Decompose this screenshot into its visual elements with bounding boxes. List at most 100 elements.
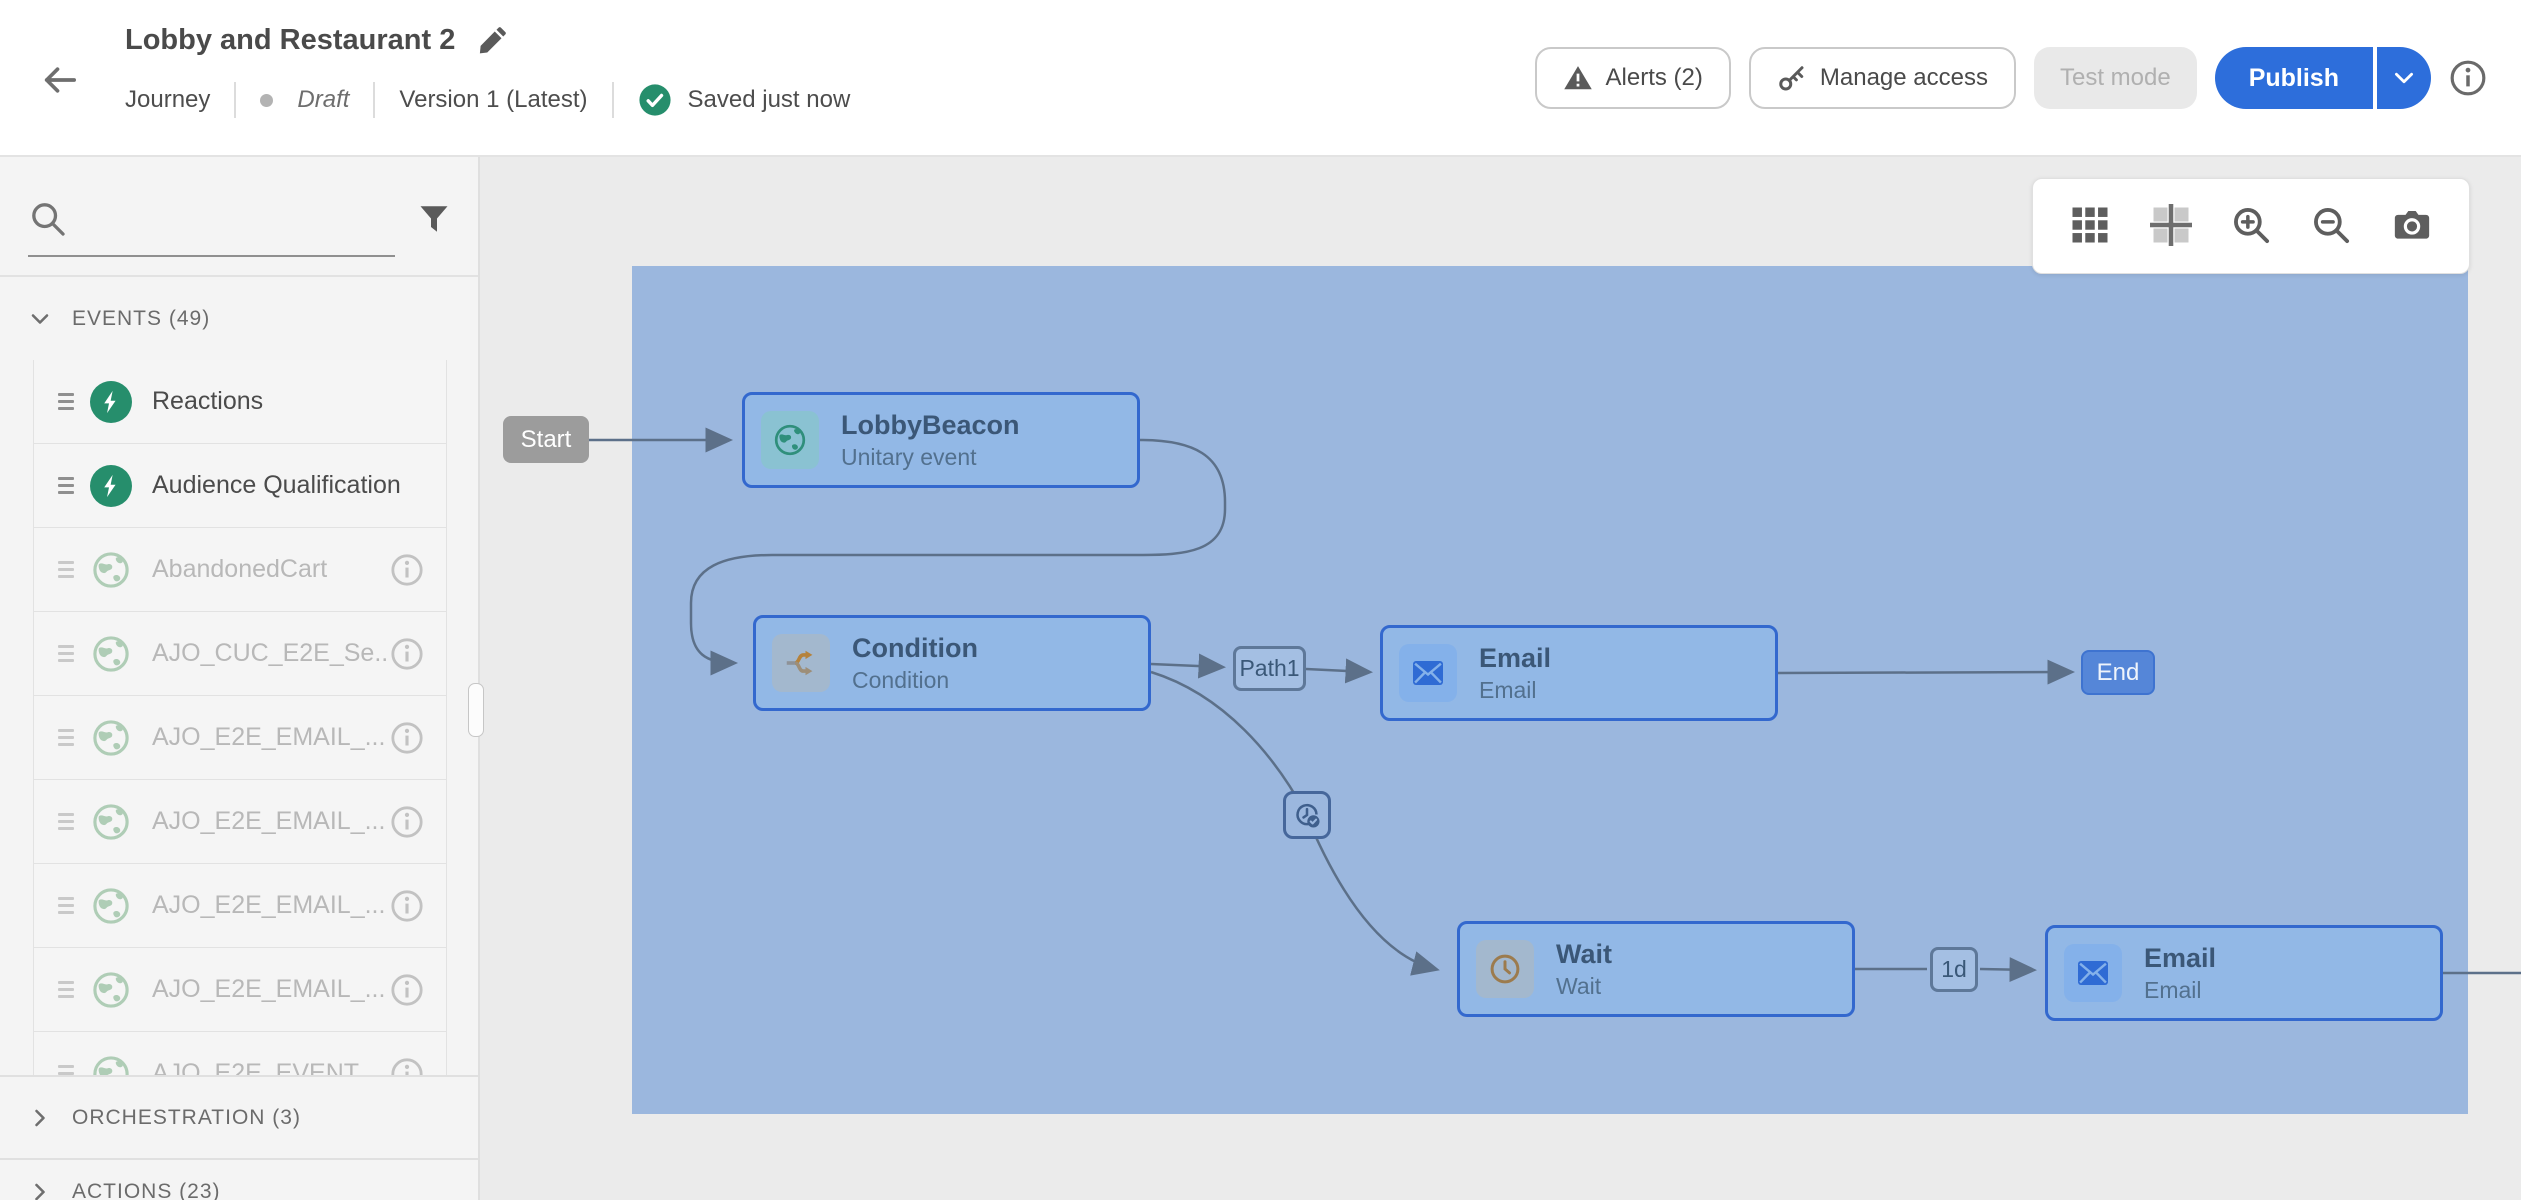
info-icon[interactable] [390,553,424,587]
version-label: Version 1 (Latest) [399,86,588,113]
drag-handle-icon [58,645,74,662]
sidebar-search-input[interactable] [80,201,384,243]
node-subtitle: Condition [852,667,950,693]
start-node[interactable]: Start [503,416,589,463]
grid-view-button[interactable] [2067,203,2113,249]
divider [373,82,376,118]
top-header: Lobby and Restaurant 2 Journey Draft Ver… [0,0,2521,157]
edge-event-to-condition[interactable] [689,438,1227,676]
event-item-ajo-cuc[interactable]: AJO_CUC_E2E_Se... [33,611,447,696]
event-item-label: AJO_E2E_EVENT... [152,1059,378,1075]
email-envelope-icon [2064,944,2122,1002]
event-item-ajo-email-2[interactable]: AJO_E2E_EMAIL_... [33,779,447,864]
event-globe-icon [90,969,132,1011]
zoom-in-button[interactable] [2228,203,2274,249]
node-wait[interactable]: Wait Wait [1457,921,1855,1017]
orchestration-section-label: ORCHESTRATION (3) [72,1105,301,1129]
chevron-down-icon [28,307,52,331]
drag-handle-icon[interactable] [58,393,74,410]
manage-access-label: Manage access [1819,64,1988,91]
path1-label: Path1 [1239,655,1300,681]
edit-title-pencil-icon[interactable] [477,26,507,56]
node-email-1[interactable]: Email Email [1380,625,1778,721]
events-list: Reactions Audience Qualification Abandon… [0,360,478,1075]
publish-button[interactable]: Publish [2214,47,2373,109]
edge-label-delay[interactable]: 1d [1930,947,1978,992]
event-item-audience-qualification[interactable]: Audience Qualification [33,443,447,528]
info-icon[interactable] [390,889,424,923]
publish-dropdown-button[interactable] [2373,47,2431,109]
page-title: Lobby and Restaurant 2 [125,24,456,56]
divider [611,82,614,118]
screenshot-button[interactable] [2389,203,2435,249]
zoom-out-button[interactable] [2308,203,2354,249]
edge-delay-to-email2[interactable] [1979,957,2037,983]
info-icon[interactable] [390,805,424,839]
node-title: Wait [1556,939,1612,969]
fit-to-screen-button[interactable] [2148,203,2194,249]
info-icon[interactable] [390,637,424,671]
node-email-2[interactable]: Email Email [2045,925,2443,1021]
zoom-in-icon [2230,204,2272,246]
edge-label-path1[interactable]: Path1 [1233,646,1306,691]
drag-handle-icon [58,981,74,998]
fit-icon [2150,204,2192,246]
test-mode-button[interactable]: Test mode [2033,47,2197,109]
status-dot [260,93,274,107]
event-item-reactions[interactable]: Reactions [33,360,447,444]
info-icon[interactable] [390,1057,424,1076]
drag-handle-icon [58,813,74,830]
condition-branch-icon [772,634,830,692]
event-item-ajo-email-3[interactable]: AJO_E2E_EMAIL_... [33,863,447,948]
alert-triangle-icon [1563,63,1593,93]
event-item-ajo-email-4[interactable]: AJO_E2E_EMAIL_... [33,947,447,1032]
event-item-label: AbandonedCart [152,555,328,583]
publish-split-button: Publish [2214,47,2431,109]
publish-label: Publish [2248,63,2339,92]
edge-timer-badge[interactable] [1283,791,1331,839]
back-button[interactable] [40,60,80,100]
drag-handle-icon [58,897,74,914]
event-item-ajo-email-1[interactable]: AJO_E2E_EMAIL_... [33,695,447,780]
event-item-label: AJO_E2E_EMAIL_... [152,975,386,1003]
alerts-button[interactable]: Alerts (2) [1534,47,1731,109]
event-globe-icon [90,549,132,591]
section-header-orchestration[interactable]: ORCHESTRATION (3) [0,1075,478,1158]
manage-access-button[interactable]: Manage access [1748,47,2016,109]
event-item-label: AJO_CUC_E2E_Se... [152,639,390,667]
edge-condition-to-path1[interactable] [1150,653,1226,679]
event-globe-icon [761,411,819,469]
event-item-ajo-event[interactable]: AJO_E2E_EVENT... [33,1031,447,1075]
node-condition[interactable]: Condition Condition [753,615,1151,711]
header-actions: Alerts (2) Manage access Test mode Publi… [1534,47,2487,109]
end-node[interactable]: End [2081,650,2155,695]
node-title: Email [2144,943,2217,973]
info-icon[interactable] [2449,59,2487,97]
info-icon[interactable] [390,721,424,755]
divider [234,82,237,118]
node-subtitle: Unitary event [841,444,977,470]
event-globe-icon [90,633,132,675]
edge-email-to-end[interactable] [1777,659,2075,685]
event-globe-icon [90,1053,132,1076]
filter-icon[interactable] [416,199,452,239]
zoom-out-icon [2310,204,2352,246]
status-badge: Draft [297,86,350,113]
node-subtitle: Wait [1556,973,1602,999]
section-header-actions[interactable]: ACTIONS (23) [0,1158,478,1200]
event-item-label: AJO_E2E_EMAIL_... [152,891,386,919]
edge-path1-to-email[interactable] [1305,658,1373,684]
event-item-abandonedcart[interactable]: AbandonedCart [33,527,447,612]
drag-handle-icon[interactable] [58,477,74,494]
end-label: End [2096,658,2140,686]
journey-canvas[interactable]: Start LobbyBeacon Unitary event Conditio… [480,157,2521,1200]
node-lobbybeacon[interactable]: LobbyBeacon Unitary event [742,392,1140,488]
event-item-label: AJO_E2E_EMAIL_... [152,723,386,751]
node-title: LobbyBeacon [841,410,1020,440]
save-status: Saved just now [638,83,850,117]
info-icon[interactable] [390,973,424,1007]
section-header-events[interactable]: EVENTS (49) [0,277,478,361]
sidebar-resize-handle[interactable] [468,683,484,737]
search-underline [28,255,395,257]
